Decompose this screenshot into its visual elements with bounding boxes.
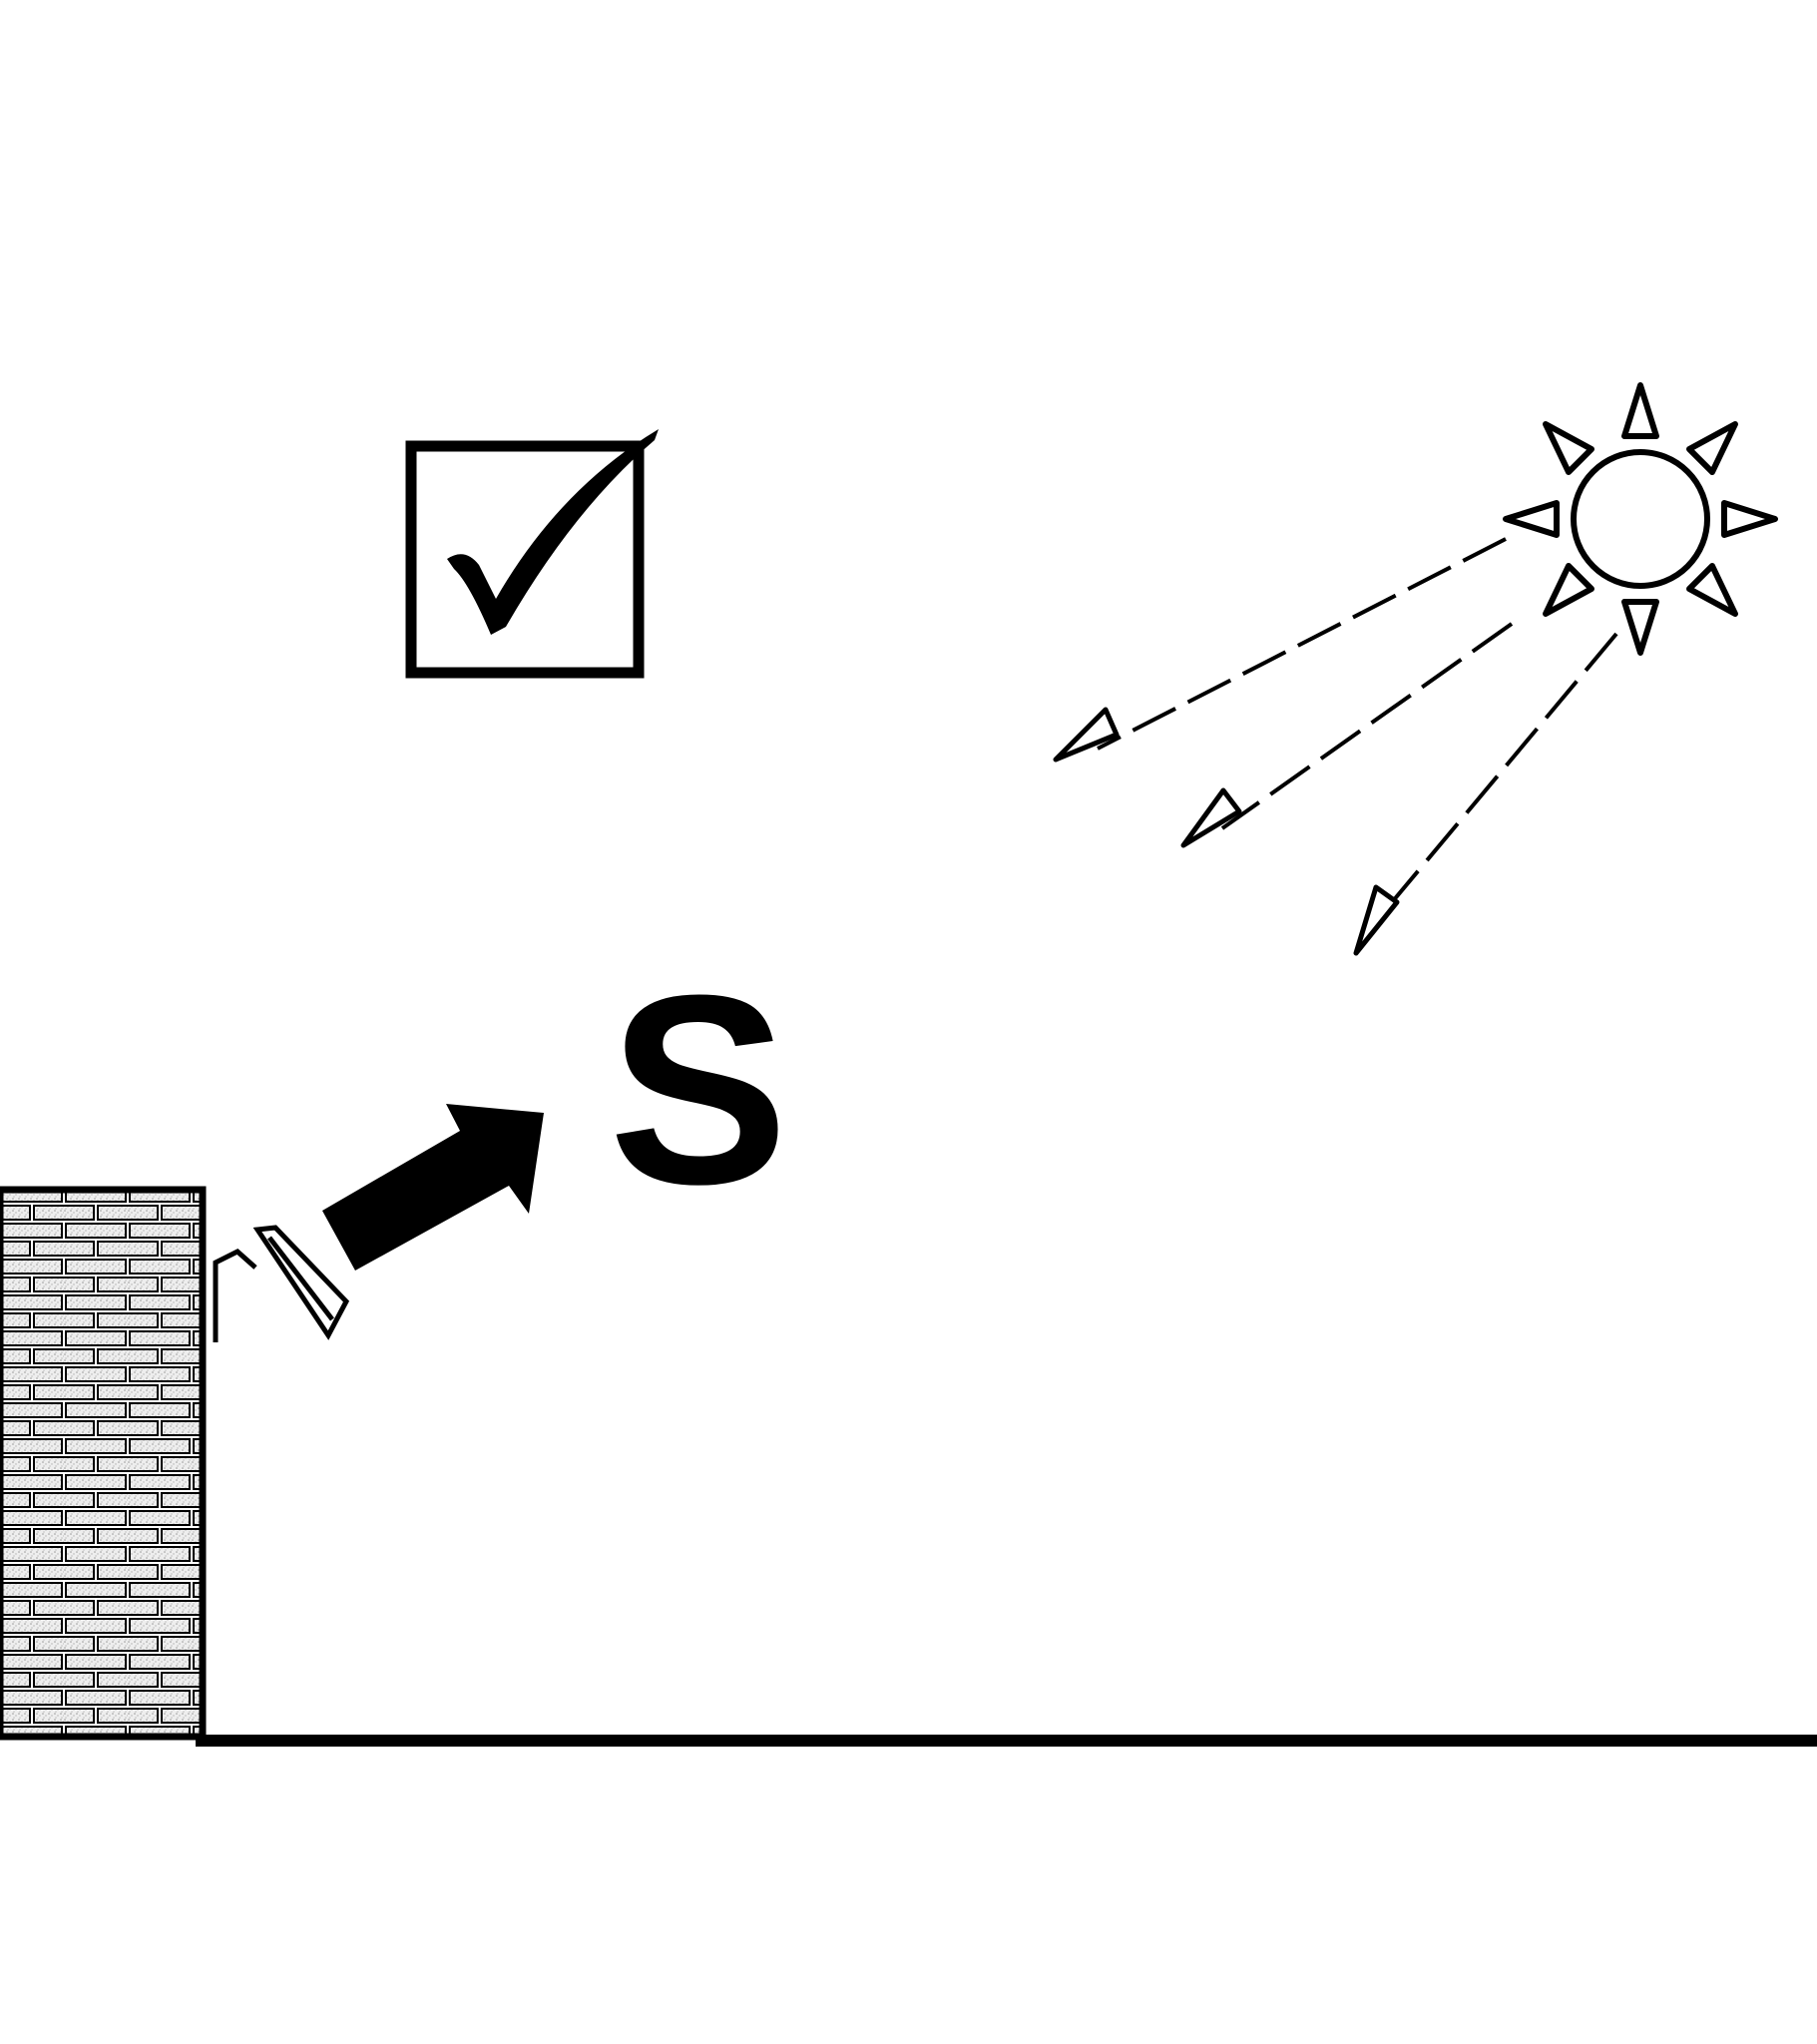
paint-roller-icon: [213, 1225, 350, 1342]
sun-ray-arrowheads: [1053, 707, 1400, 956]
sun-icon: [1503, 382, 1778, 656]
label-s: S: [609, 940, 788, 1241]
sun-ray-arrow-icon: [1097, 537, 1618, 910]
brick-wall-icon: [0, 1186, 207, 1741]
direction-arrow-icon: [322, 1104, 544, 1271]
checkbox-checked-icon: [405, 429, 659, 679]
